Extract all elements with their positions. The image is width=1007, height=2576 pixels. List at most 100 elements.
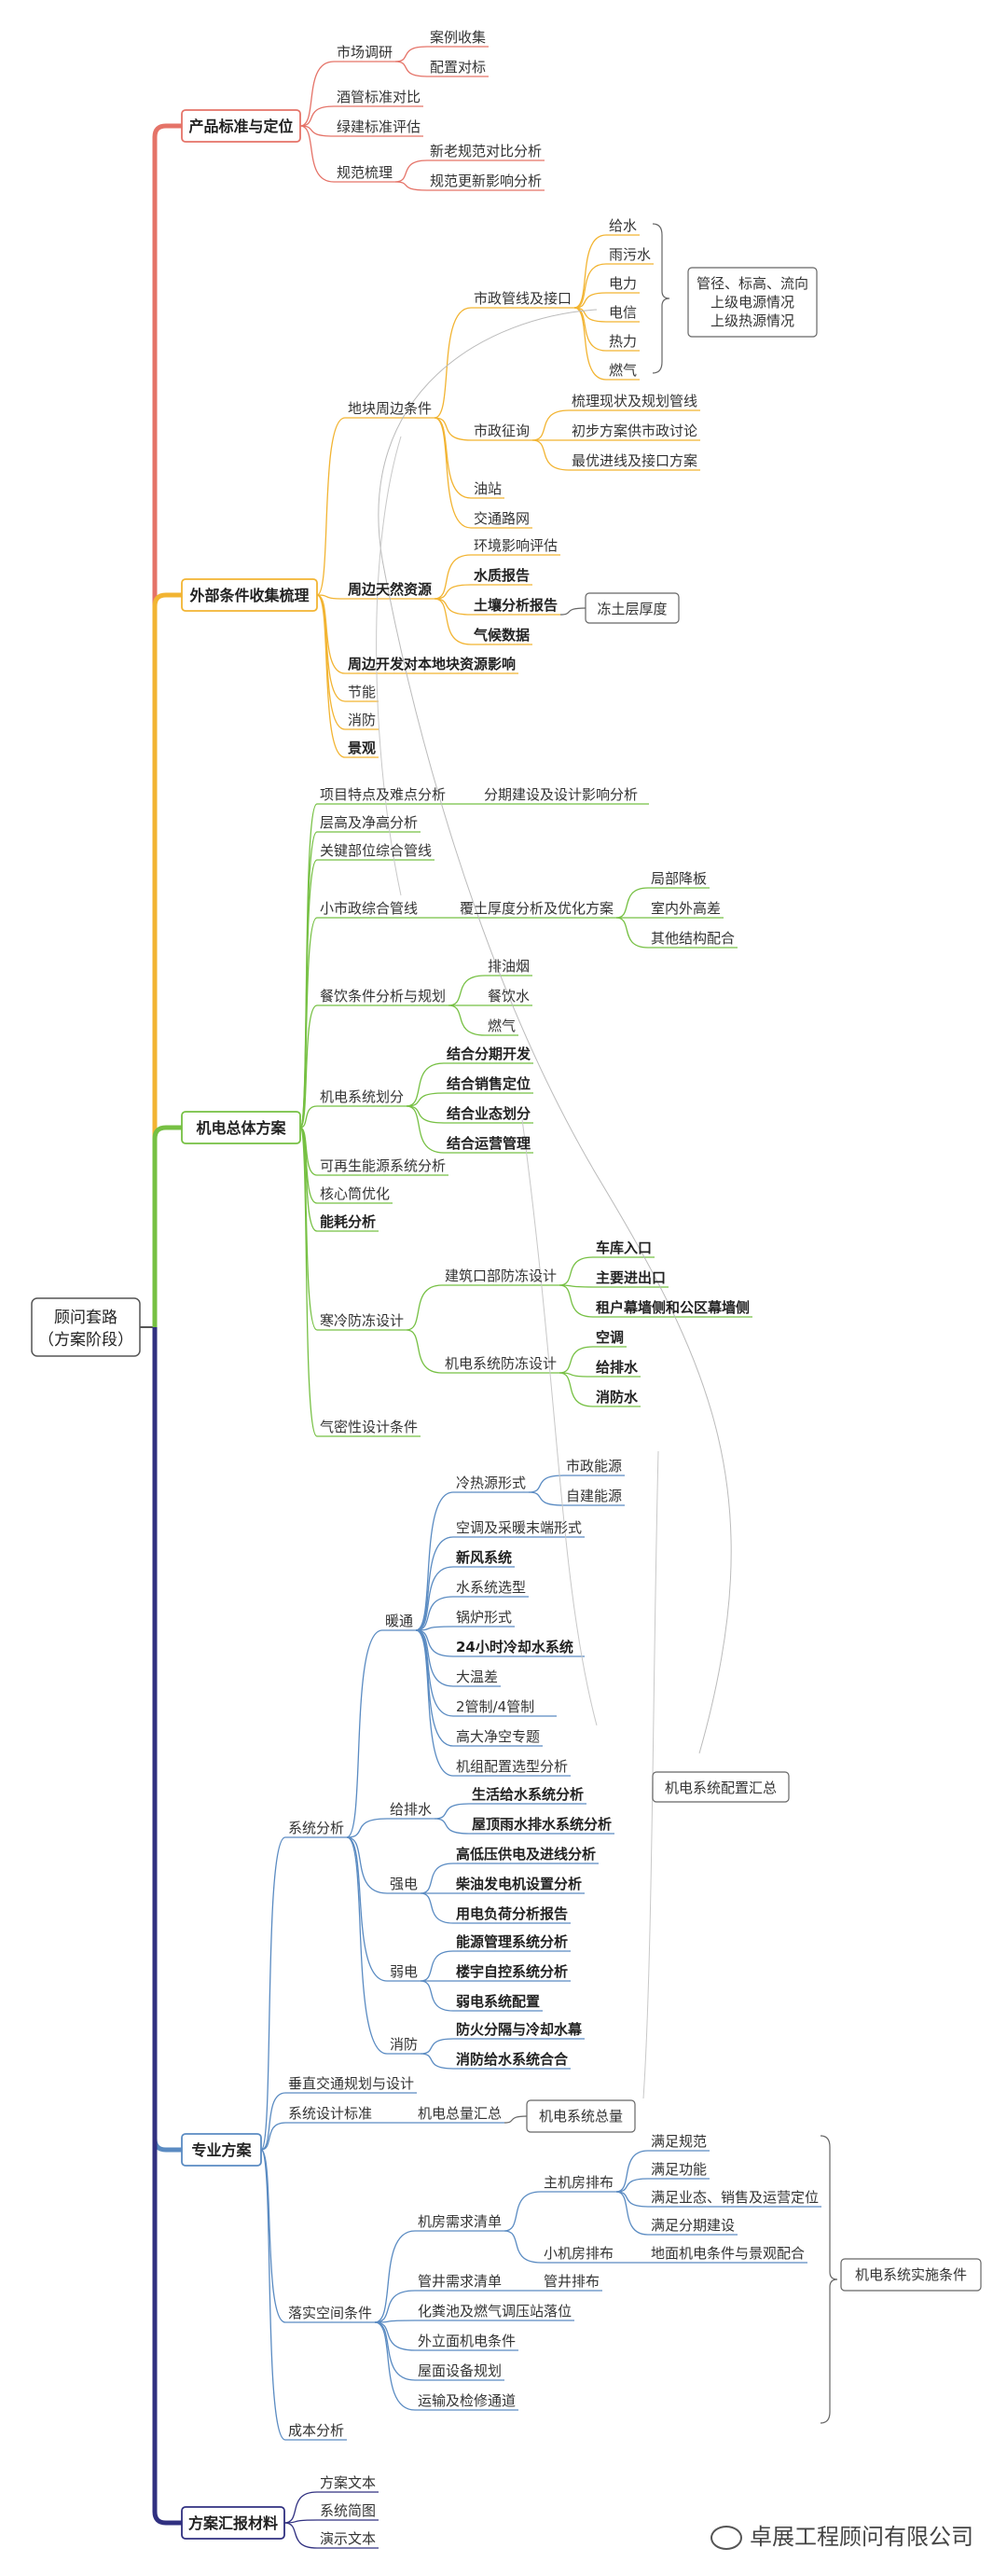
summary-box-s42 (840, 2258, 982, 2292)
node-s39: 满足分期建设 (651, 2217, 735, 2234)
node-s5: 新风系统 (456, 1549, 512, 1566)
node-s32: 机电总量汇总 (418, 2105, 502, 2122)
node-o15: 交通路网 (474, 510, 530, 527)
node-o14: 油站 (474, 480, 502, 497)
node-m21: 能耗分析 (320, 1213, 376, 1230)
node-s27: 防火分隔与冷却水幕 (456, 2021, 583, 2038)
node-o18: 水质报告 (474, 567, 530, 584)
category-box-4 (181, 2133, 262, 2167)
node-o11: 梳理现状及规划管线 (572, 393, 697, 409)
node-s9: 24小时冷却水系统 (456, 1639, 573, 1655)
root-node (31, 1297, 141, 1357)
node-m19: 可再生能源系统分析 (320, 1157, 446, 1174)
root-subtitle: （方案阶段） (38, 1331, 133, 1350)
category-label-1: 产品标准与定位 (188, 118, 293, 135)
node-s43: 管井需求清单 (418, 2273, 502, 2290)
category-label-4: 专业方案 (191, 2141, 252, 2159)
node-m10: 排油烟 (488, 958, 530, 975)
node-s7: 锅炉形式 (456, 1609, 512, 1626)
node-m28: 机电系统防冻设计 (445, 1355, 557, 1372)
node-s13: 机组配置选型分析 (456, 1758, 568, 1775)
node-s10: 大温差 (456, 1669, 498, 1685)
category-box-2 (181, 578, 318, 612)
node-n3: 配置对标 (430, 59, 486, 76)
node-m4: 关键部位综合管线 (320, 842, 432, 859)
node-s23: 能源管理系统分析 (456, 1933, 568, 1950)
node-m23: 建筑口部防冻设计 (445, 1267, 557, 1284)
node-s29: 消防给水系统合合 (456, 2051, 569, 2068)
node-o7: 热力 (609, 333, 637, 350)
node-n7: 新老规范对比分析 (430, 143, 542, 159)
node-o23: 节能 (348, 684, 376, 700)
node-m15: 机电系统划分 (320, 1088, 404, 1105)
node-m9: 其他结构配合 (651, 930, 735, 947)
watermark-text: 卓展工程顾问有限公司 (750, 2524, 973, 2550)
node-s40: 小机房排布 (544, 2245, 614, 2262)
node-s4: 空调及采暖末端形式 (456, 1519, 582, 1536)
node-s45: 落实空间条件 (288, 2305, 372, 2321)
node-s44: 管井排布 (544, 2273, 600, 2290)
node-o21: 气候数据 (473, 627, 530, 644)
node-s37: 满足业态、销售及运营定位 (651, 2189, 819, 2206)
node-o4: 雨污水 (609, 246, 651, 263)
node-m31: 气密性设计条件 (320, 1419, 418, 1435)
node-s48: 屋面设备规划 (418, 2362, 502, 2379)
node-s19: 高低压供电及进线分析 (456, 1846, 596, 1863)
node-s42: 机电系统实施条件 (855, 2266, 967, 2283)
node-s21: 柴油发电机设置分析 (455, 1876, 582, 1892)
node-m18: 结合运营管理 (447, 1135, 531, 1152)
node-n1: 市场调研 (337, 44, 393, 61)
node-s8: 暖通 (385, 1613, 413, 1629)
node-s33: 机电系统总量 (539, 2108, 623, 2125)
category-box-1 (181, 109, 301, 143)
category-box-5 (181, 2506, 285, 2540)
category-box-3 (181, 1111, 301, 1144)
node-m8: 室内外高差 (651, 900, 721, 917)
node-m6: 小市政综合管线 (320, 900, 418, 917)
node-m5: 局部降板 (651, 870, 707, 887)
watermark: 卓展工程顾问有限公司 (710, 2518, 973, 2551)
node-n2: 案例收集 (430, 29, 486, 46)
node-s20: 强电 (390, 1876, 418, 1892)
node-m24: 主要进出口 (596, 1269, 666, 1286)
node-m1: 项目特点及难点分析 (320, 786, 446, 803)
node-n8: 规范更新影响分析 (430, 173, 542, 189)
node-o13: 最优进线及接口方案 (572, 452, 697, 469)
node-m16: 结合销售定位 (447, 1075, 531, 1092)
node-s22: 用电负荷分析报告 (456, 1905, 568, 1922)
category-label-3: 机电总体方案 (196, 1119, 286, 1137)
node-m22: 车库入口 (596, 1240, 652, 1256)
node-o9a: 管径、标高、流向 (697, 275, 808, 292)
node-o22: 周边开发对本地块资源影响 (348, 656, 516, 672)
node-m30: 消防水 (596, 1389, 639, 1406)
node-s30: 垂直交通规划与设计 (288, 2075, 414, 2092)
node-s36: 满足功能 (651, 2161, 707, 2178)
node-m2: 分期建设及设计影响分析 (484, 786, 638, 803)
node-s14: 机电系统配置汇总 (665, 1780, 777, 1796)
node-s50: 成本分析 (288, 2422, 344, 2439)
summary-box-o20 (585, 592, 680, 624)
node-s38: 机房需求清单 (418, 2213, 502, 2230)
node-o20: 冻土层厚度 (597, 601, 667, 617)
node-s15: 生活给水系统分析 (472, 1786, 584, 1803)
node-s11: 2管制/4管制 (456, 1698, 534, 1715)
node-o10: 市政征询 (474, 422, 530, 439)
category-label-5: 方案汇报材料 (188, 2514, 278, 2532)
node-o17: 周边天然资源 (348, 581, 432, 598)
node-m25: 寒冷防冻设计 (320, 1312, 404, 1329)
node-s16: 给排水 (390, 1801, 432, 1818)
node-o6: 电信 (609, 304, 637, 321)
node-s34: 满足规范 (651, 2133, 707, 2150)
node-s28: 消防 (390, 2036, 418, 2053)
node-n6: 规范梳理 (337, 164, 393, 181)
node-o19: 土壤分析报告 (474, 597, 558, 614)
node-s31: 系统设计标准 (288, 2105, 372, 2122)
node-s3: 自建能源 (566, 1488, 622, 1504)
node-r2: 系统简图 (320, 2502, 376, 2519)
node-r1: 方案文本 (320, 2474, 376, 2491)
node-s17: 屋顶雨水排水系统分析 (472, 1816, 612, 1833)
node-m27: 空调 (596, 1329, 624, 1346)
node-m11: 餐饮条件分析与规划 (320, 988, 446, 1004)
